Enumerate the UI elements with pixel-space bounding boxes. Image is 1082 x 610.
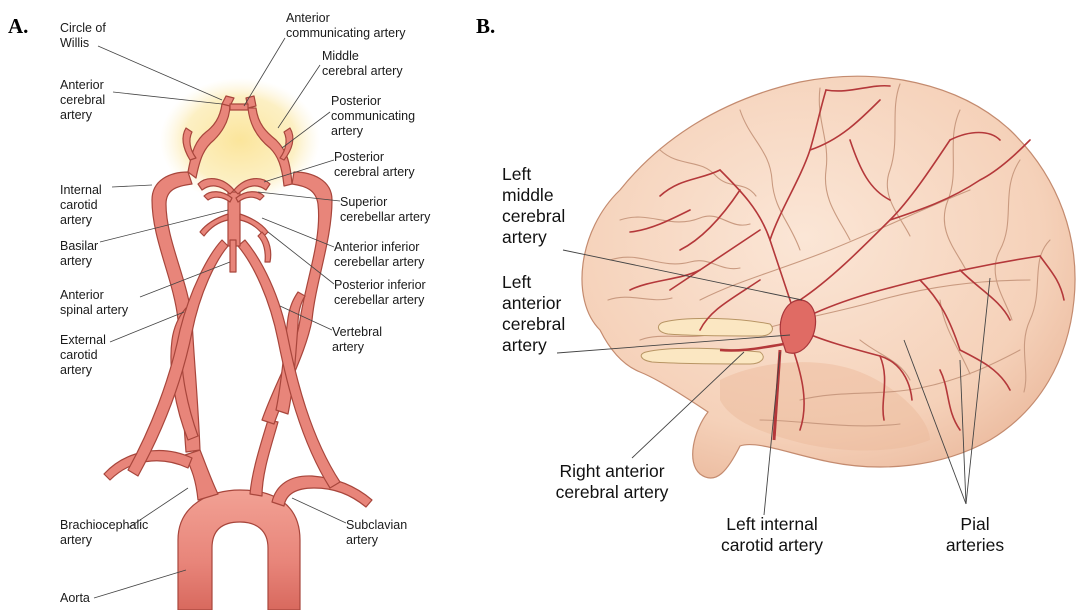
pica-left [258,232,271,262]
acom [230,104,248,110]
aica-right [200,214,228,236]
label-anterior-cerebral-artery: Anterior cerebral artery [60,78,105,123]
label-left-middle-cerebral-artery: Left middle cerebral artery [502,164,565,248]
label-circle-of-willis: Circle of Willis [60,21,106,51]
label-subclavian-artery: Subclavian artery [346,518,407,548]
panel-b-letter: B. [476,14,495,39]
left-common-carotid-base [250,420,278,496]
panel-a-letter: A. [8,14,28,39]
label-posterior-cerebral-artery: Posterior cerebral artery [334,150,415,180]
label-vertebral-artery: Vertebral artery [332,325,382,355]
label-anterior-spinal-artery: Anterior spinal artery [60,288,128,318]
label-superior-cerebellar-artery: Superior cerebellar artery [340,195,430,225]
label-anterior-inferior-cerebellar-artery: Anterior inferior cerebellar artery [334,240,424,270]
label-basilar-artery: Basilar artery [60,239,98,269]
label-anterior-communicating-artery: Anterior communicating artery [286,11,406,41]
label-left-internal-carotid-artery: Left internal carotid artery [712,514,832,556]
label-internal-carotid-artery: Internal carotid artery [60,183,102,228]
anterior-spinal [230,240,236,272]
label-external-carotid-artery: External carotid artery [60,333,106,378]
label-posterior-inferior-cerebellar-artery: Posterior inferior cerebellar artery [334,278,426,308]
left-subclavian [272,476,372,507]
label-posterior-communicating-artery: Posterior communicating artery [331,94,415,139]
panel-b-brain [557,76,1075,515]
aica-left [240,214,268,236]
left-vertebral [238,240,340,488]
label-aorta: Aorta [60,591,90,606]
label-middle-cerebral-artery: Middle cerebral artery [322,49,403,79]
label-brachiocephalic-artery: Brachiocephalic artery [60,518,148,548]
label-left-anterior-cerebral-artery: Left anterior cerebral artery [502,272,565,356]
aorta-shape [178,490,300,610]
label-pial-arteries: Pial arteries [930,514,1020,556]
label-right-anterior-cerebral-artery: Right anterior cerebral artery [538,461,686,503]
